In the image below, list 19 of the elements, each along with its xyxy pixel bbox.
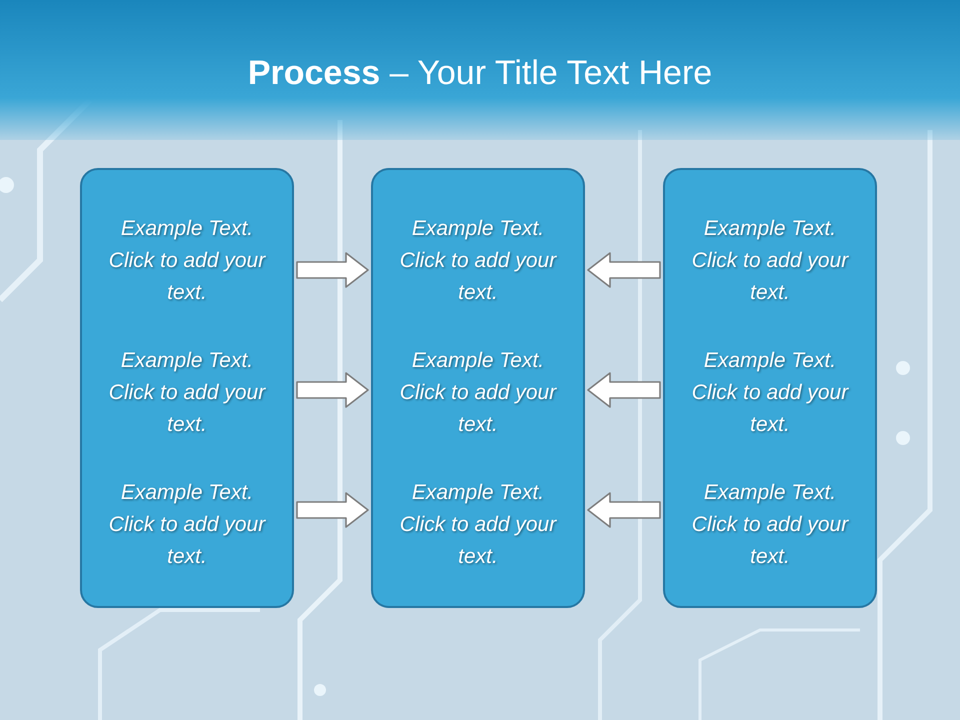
block-arrow xyxy=(296,372,369,408)
process-panel xyxy=(663,168,877,608)
panel-text: Example Text. Click to add your text. xyxy=(398,480,558,570)
block-arrow xyxy=(296,252,369,288)
panel-text: Example Text. Click to add your text. xyxy=(108,216,267,306)
panel-text: Example Text. Click to add your text. xyxy=(690,348,850,438)
block-arrow xyxy=(296,492,369,528)
panel-text: Example Text. Click to add your text. xyxy=(108,480,267,570)
block-arrow xyxy=(587,372,661,408)
panel-text: Example Text. Click to add your text. xyxy=(398,216,558,306)
process-panel xyxy=(80,168,294,608)
panel-text: Example Text. Click to add your text. xyxy=(690,480,850,570)
block-arrow xyxy=(587,252,661,288)
process-panel xyxy=(371,168,585,608)
block-arrow xyxy=(587,492,661,528)
panel-text: Example Text. Click to add your text. xyxy=(398,348,558,438)
title: Process – Your Title Text Here xyxy=(248,54,712,93)
panel-text: Example Text. Click to add your text. xyxy=(690,216,850,306)
panel-text: Example Text. Click to add your text. xyxy=(108,348,267,438)
